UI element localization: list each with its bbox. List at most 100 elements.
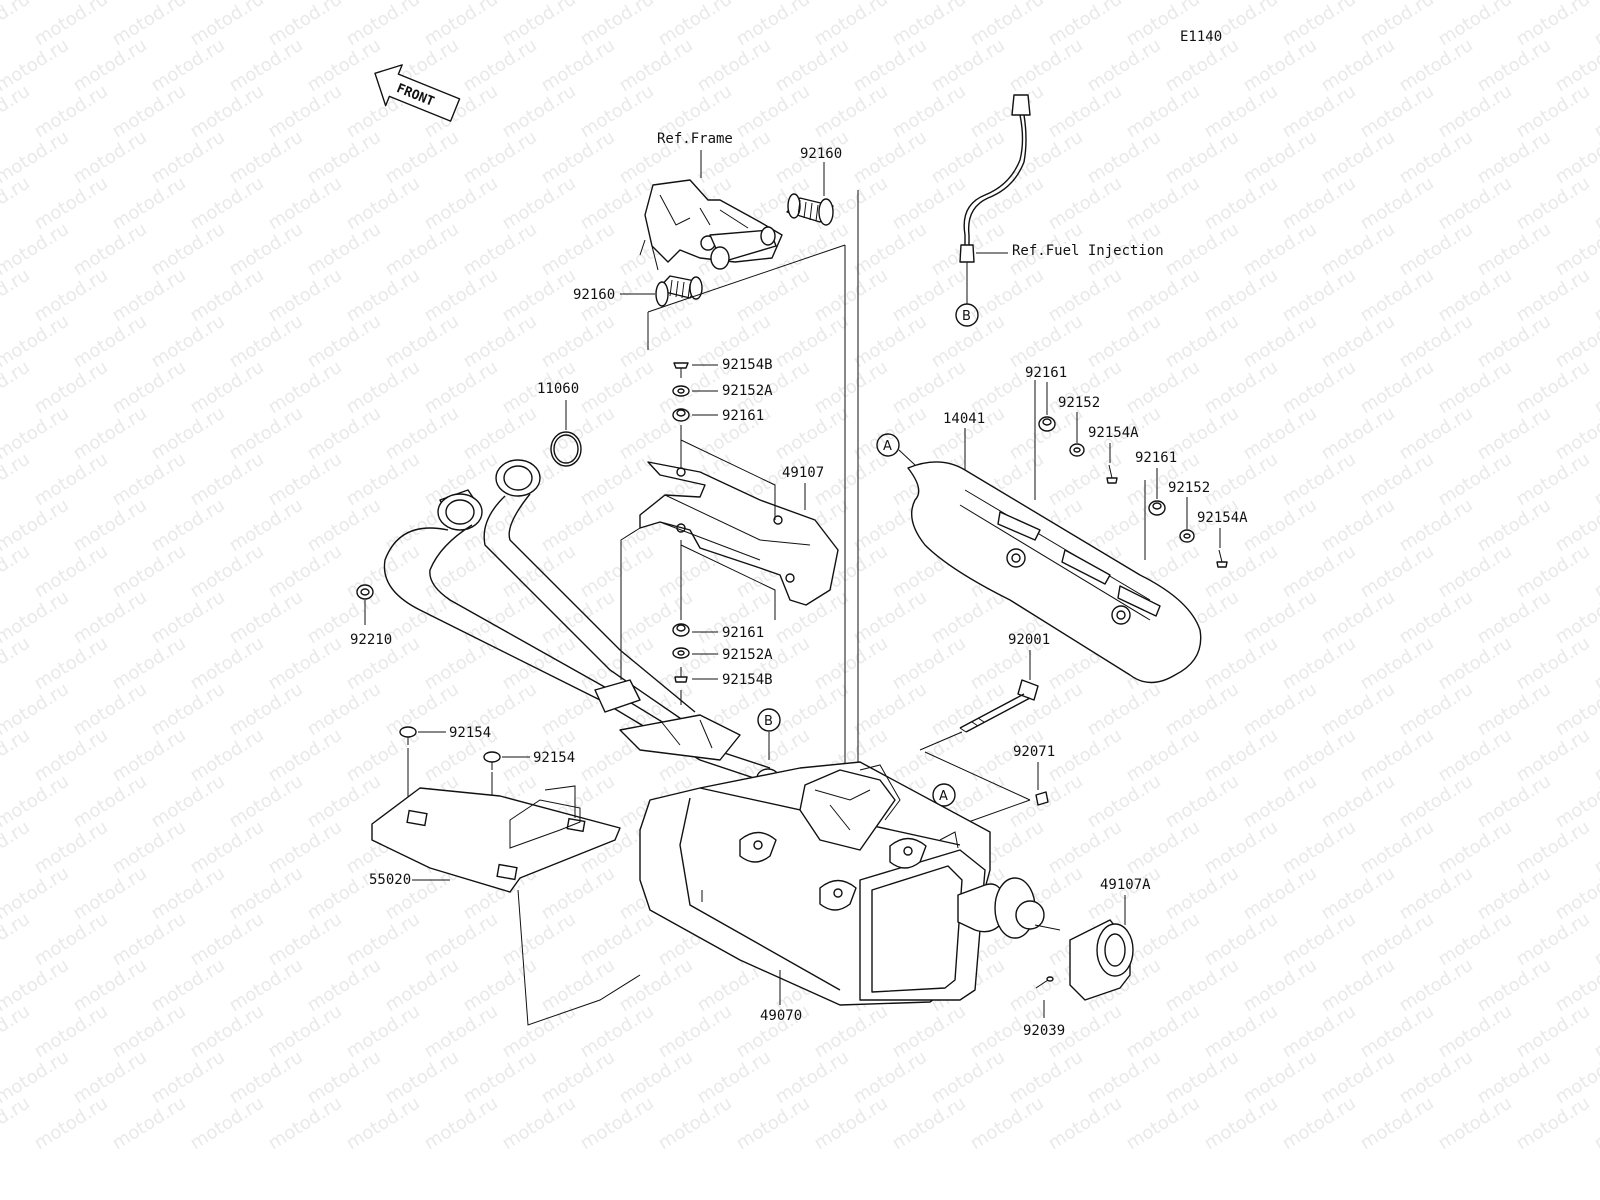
watermark-text: motod.ru [343,357,424,419]
watermark-text: motod.ru [1201,909,1282,971]
watermark-text: motod.ru [889,81,970,143]
part-11060: 11060 [537,381,579,397]
watermark-text: motod.ru [1279,725,1360,787]
watermark-text: motod.ru [1513,0,1594,50]
watermark-text: motod.ru [187,909,268,971]
watermark-text: motod.ru [1513,1001,1594,1063]
watermark-text: motod.ru [694,35,775,97]
watermark-text: motod.ru [70,35,151,97]
watermark-text: motod.ru [1318,403,1399,465]
watermark-text: motod.ru [850,403,931,465]
part-49107: 49107 [782,465,824,481]
watermark-text: motod.ru [70,403,151,465]
watermark-text: motod.ru [382,1047,463,1109]
watermark-text: motod.ru [1513,909,1594,971]
watermark-text: motod.ru [850,219,931,281]
watermark-text: motod.ru [226,1047,307,1109]
watermark-text: motod.ru [1240,311,1321,373]
watermark-text: motod.ru [1162,679,1243,741]
watermark-text: motod.ru [1396,35,1477,97]
watermark-text: motod.ru [889,265,970,327]
watermark-text: motod.ru [187,81,268,143]
washer-92152-r1 [1069,443,1085,457]
part-49070: 49070 [760,1008,802,1024]
watermark-text: motod.ru [460,35,541,97]
watermark-text: motod.ru [304,311,385,373]
watermark-text: motod.ru [928,587,1009,649]
watermark-text: motod.ru [421,173,502,235]
watermark-text: motod.ru [70,771,151,833]
watermark-text: motod.ru [187,725,268,787]
watermark-text: motod.ru [538,219,619,281]
watermark-text: motod.ru [109,81,190,143]
watermark-text: motod.ru [70,219,151,281]
bolt-92154B-low [674,667,688,683]
watermark-text: motod.ru [421,1093,502,1155]
watermark-text: motod.ru [148,587,229,649]
watermark-text: motod.ru [1279,909,1360,971]
watermark-text: motod.ru [811,357,892,419]
watermark-text: motod.ru [109,1001,190,1063]
watermark-text: motod.ru [226,403,307,465]
watermark-text: motod.ru [1240,495,1321,557]
watermark-text: motod.ru [265,173,346,235]
watermark-text: motod.ru [1162,311,1243,373]
watermark-text: motod.ru [226,35,307,97]
part-49107A: 49107A [1100,877,1151,893]
watermark-text: motod.ru [1435,909,1516,971]
watermark-text: motod.ru [1396,403,1477,465]
watermark-text: motod.ru [577,1001,658,1063]
watermark-text: motod.ru [109,725,190,787]
watermark-text: motod.ru [1279,265,1360,327]
bolt-92001 [959,679,1039,733]
watermark-text: motod.ru [70,311,151,373]
bolt-92154-b [483,751,501,770]
watermark-text: motod.ru [1513,173,1594,235]
watermark-text: motod.ru [1591,909,1600,971]
watermark-text: motod.ru [382,311,463,373]
part-92154A-r2: 92154A [1197,510,1248,526]
watermark-text: motod.ru [1279,817,1360,879]
watermark-text: motod.ru [31,909,112,971]
watermark-text: motod.ru [811,81,892,143]
watermark-text: motod.ru [1435,449,1516,511]
watermark-text: motod.ru [148,403,229,465]
watermark-text: motod.ru [148,495,229,557]
watermark-text: motod.ru [148,1047,229,1109]
watermark-text: motod.ru [187,817,268,879]
watermark-text: motod.ru [1045,265,1126,327]
watermark-text: motod.ru [1435,725,1516,787]
watermark-text: motod.ru [1435,633,1516,695]
watermark-text: motod.ru [538,127,619,189]
watermark-text: motod.ru [226,587,307,649]
marker-b-pipe: B [757,708,781,732]
watermark-text: motod.ru [460,1047,541,1109]
watermark-text: motod.ru [538,35,619,97]
marker-b-sensor: B [955,303,979,327]
watermark-text: motod.ru [811,265,892,327]
damper-92160-left [655,275,703,307]
watermark-text: motod.ru [1318,679,1399,741]
watermark-text: motod.ru [889,633,970,695]
watermark-text: motod.ru [1045,817,1126,879]
watermark-text: motod.ru [1318,587,1399,649]
watermark-text: motod.ru [421,265,502,327]
watermark-text: motod.ru [460,403,541,465]
watermark-text: motod.ru [421,633,502,695]
watermark-text: motod.ru [538,955,619,1017]
part-92210: 92210 [350,632,392,648]
watermark-text: motod.ru [226,955,307,1017]
watermark-text: motod.ru [31,449,112,511]
watermark-text: motod.ru [1084,1047,1165,1109]
watermark-text: motod.ru [109,0,190,50]
washer-92152-r2 [1179,529,1195,543]
watermark-text: motod.ru [1123,725,1204,787]
watermark-text: motod.ru [31,725,112,787]
watermark-text: motod.ru [1279,449,1360,511]
watermark-text: motod.ru [148,771,229,833]
watermark-text: motod.ru [1084,35,1165,97]
watermark-text: motod.ru [1279,633,1360,695]
watermark-text: motod.ru [1045,0,1126,50]
watermark-text: motod.ru [265,633,346,695]
watermark-text: motod.ru [1396,219,1477,281]
